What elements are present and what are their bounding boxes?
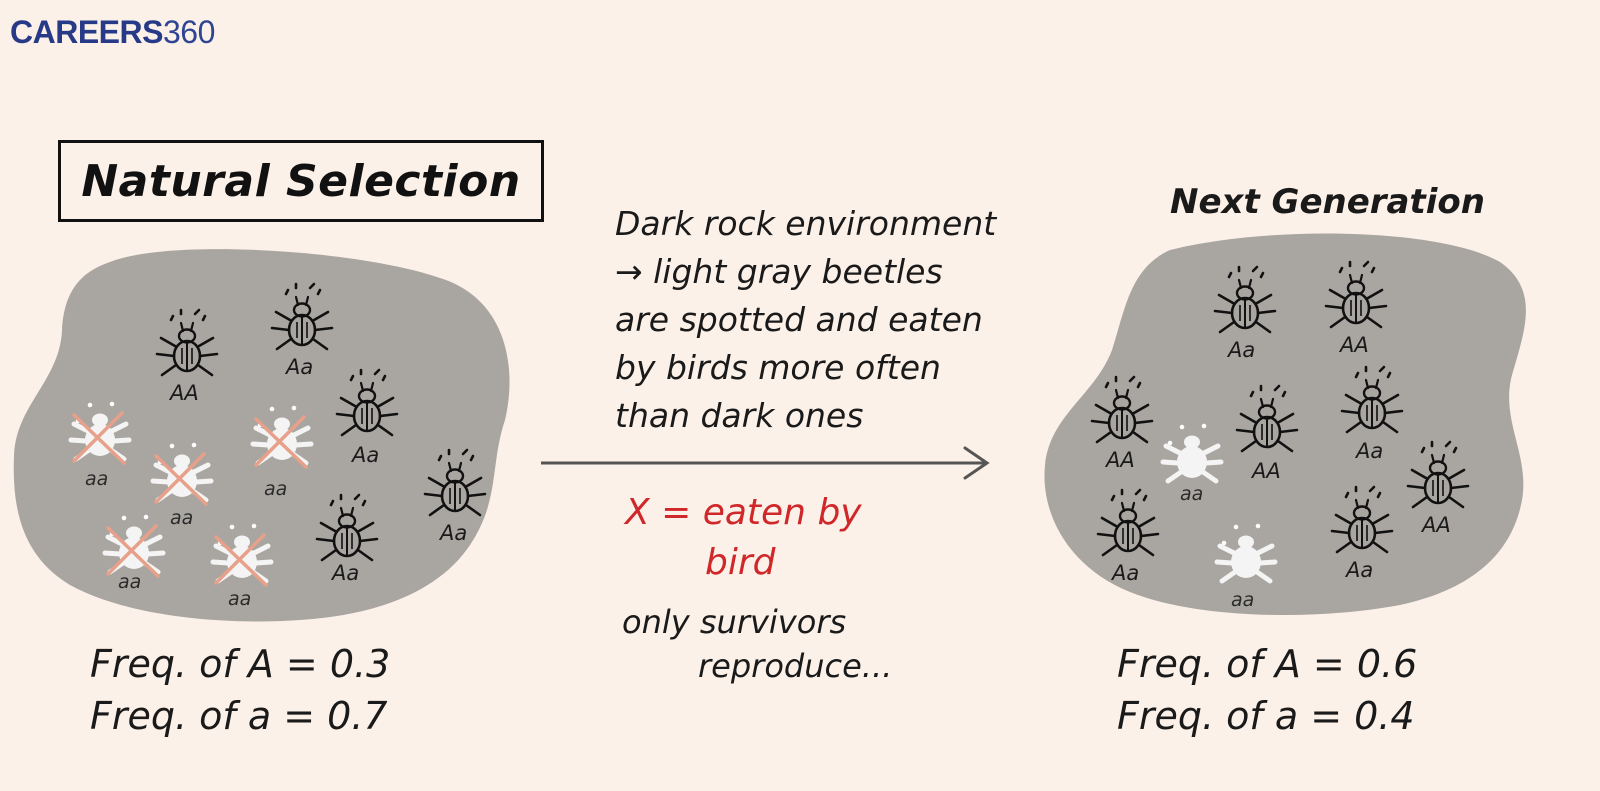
beetle-Aa-r3: Aa: [1096, 488, 1160, 585]
genotype-label: aa: [170, 507, 193, 529]
right-rock-blob: [1044, 233, 1526, 615]
beetle-Aa-3: Aa: [423, 448, 487, 545]
description-line: Dark rock environment: [615, 204, 997, 243]
genotype-label: aa: [1180, 483, 1203, 505]
beetle-Aa-r2: Aa: [1340, 365, 1404, 463]
genotype-label: Aa: [350, 443, 379, 467]
beetle-Aa-r4: Aa: [1330, 485, 1394, 582]
eaten-note-line2: bird: [705, 542, 776, 583]
beetle-AA-r3: AA: [1235, 384, 1299, 483]
survivors-note-line2: reproduce...: [698, 647, 893, 685]
beetle-Aa-2: Aa: [335, 368, 399, 467]
selection-description: Dark rock environment → light gray beetl…: [615, 200, 1035, 440]
left-frequencies: Freq. of A = 0.3 Freq. of a = 0.7: [90, 638, 390, 742]
description-line: → light gray beetles: [615, 252, 943, 291]
eaten-note-line1: X = eaten by: [625, 492, 862, 533]
genotype-label: aa: [264, 478, 287, 500]
genotype-label: aa: [1231, 589, 1254, 611]
right-frequencies: Freq. of A = 0.6 Freq. of a = 0.4: [1117, 638, 1417, 742]
beetle-AA-r4: AA: [1406, 440, 1470, 537]
next-generation-label: Next Generation: [1170, 182, 1485, 222]
genotype-label: Aa: [438, 521, 467, 545]
beetle-aa-eaten-5: aa: [213, 524, 271, 610]
genotype-label: AA: [1250, 459, 1281, 483]
left-freq-a: Freq. of a = 0.7: [90, 694, 388, 738]
beetle-aa-eaten-1: aa: [71, 402, 129, 490]
beetle-aa-eaten-4: aa: [105, 515, 163, 593]
beetle-aa-r2: aa: [1217, 524, 1275, 611]
beetle-Aa-r1: Aa: [1213, 265, 1277, 362]
genotype-label: AA: [1104, 448, 1135, 472]
diagram-title: Natural Selection: [58, 140, 544, 222]
genotype-label: AA: [168, 381, 199, 405]
right-beetles: Aa AA AA aa AA Aa AA Aa: [1090, 260, 1470, 611]
right-freq-a: Freq. of a = 0.4: [1117, 694, 1415, 738]
right-freq-A: Freq. of A = 0.6: [1117, 642, 1418, 686]
genotype-label: Aa: [1110, 561, 1139, 585]
survivors-note: only survivors reproduce...: [622, 600, 892, 688]
left-freq-A: Freq. of A = 0.3: [90, 642, 391, 686]
beetle-aa-eaten-3: aa: [253, 406, 311, 500]
left-beetles: AA Aa Aa Aa Aa aa aa: [71, 282, 487, 610]
beetle-AA-r2: AA: [1090, 375, 1154, 472]
logo-brand: CAREERS: [10, 14, 163, 50]
genotype-label: Aa: [1226, 338, 1255, 362]
beetle-Aa-4: Aa: [315, 493, 379, 585]
eaten-by-bird-note: X = eaten by bird: [625, 488, 905, 588]
beetle-Aa-1: Aa: [270, 282, 334, 379]
genotype-label: Aa: [1354, 439, 1383, 463]
survivors-note-line1: only survivors: [622, 603, 847, 641]
beetle-aa-r1: aa: [1163, 424, 1221, 505]
description-line: by birds more often: [615, 348, 941, 387]
logo-number: 360: [162, 14, 215, 50]
description-line: than dark ones: [615, 396, 864, 435]
transition-arrow: [541, 446, 990, 480]
genotype-label: aa: [228, 588, 251, 610]
beetle-AA-r1: AA: [1324, 260, 1388, 357]
careers360-logo: CAREERS360: [10, 14, 215, 51]
beetle-aa-eaten-2: aa: [153, 443, 211, 529]
genotype-label: AA: [1420, 513, 1451, 537]
genotype-label: Aa: [1344, 558, 1373, 582]
genotype-label: Aa: [330, 561, 359, 585]
description-line: are spotted and eaten: [615, 300, 983, 339]
genotype-label: aa: [118, 571, 141, 593]
genotype-label: Aa: [284, 355, 313, 379]
genotype-label: AA: [1338, 333, 1369, 357]
genotype-label: aa: [85, 468, 108, 490]
beetle-AA-1: AA: [155, 308, 219, 405]
